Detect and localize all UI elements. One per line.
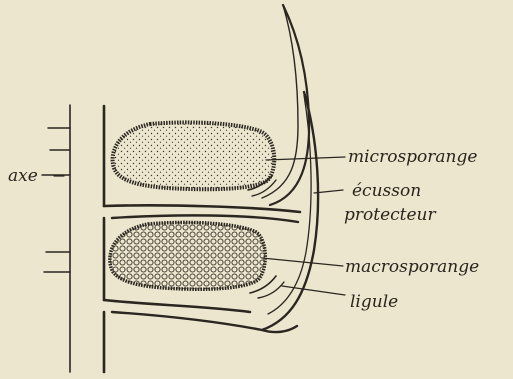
microsporangium [113,122,276,196]
label-microsporangium: microsporange [348,147,477,167]
label-axis: axe [8,166,38,186]
macrosporangium-wall [110,222,265,289]
label-shield-line2: protecteur [344,205,436,225]
label-shield-line1: écusson [352,181,421,201]
label-macrosporangium: macrosporange [345,257,479,277]
microsporangium-wall [113,122,275,189]
label-ligule: ligule [350,292,398,312]
